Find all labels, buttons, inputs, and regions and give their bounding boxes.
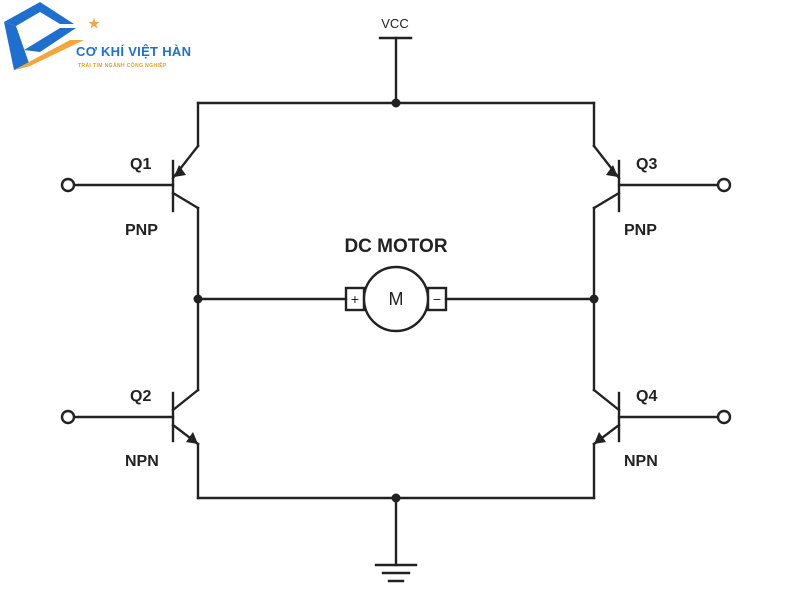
brand-title: CƠ KHÍ VIỆT HÀN	[76, 44, 192, 59]
q2-type: NPN	[125, 453, 159, 470]
q4-type: NPN	[624, 453, 658, 470]
brand-logo-mark	[4, 2, 100, 70]
q2-input-terminal	[60, 409, 76, 425]
vcc-label: VCC	[381, 16, 408, 31]
q4-emitter-arrow	[594, 432, 606, 444]
q1-name: Q1	[130, 156, 151, 173]
q3-input-terminal	[716, 177, 732, 193]
motor-body	[362, 265, 430, 333]
q1-input-terminal	[60, 177, 76, 193]
junction-dot	[589, 294, 599, 304]
star-icon	[88, 18, 100, 29]
q1-type: PNP	[125, 222, 158, 239]
motor-minus-sign: −	[433, 291, 441, 307]
q3-emitter-arrow	[606, 165, 618, 177]
brand-logo: CƠ KHÍ VIỆT HÀN TRÁI TIM NGÀNH CÔNG NGHI…	[0, 0, 220, 80]
junction-dot	[193, 294, 203, 304]
q3-type: PNP	[624, 222, 657, 239]
q4-name: Q4	[636, 388, 657, 405]
q4-input-terminal	[716, 409, 732, 425]
junction-dot	[391, 98, 401, 108]
q3-name: Q3	[636, 156, 657, 173]
motor-plus-sign: +	[351, 291, 359, 307]
motor-label: DC MOTOR	[344, 236, 447, 257]
junction-dot	[391, 493, 401, 503]
q2-emitter-arrow	[186, 432, 198, 444]
q1-emitter-arrow	[174, 165, 186, 177]
ground-icon	[374, 563, 418, 583]
brand-subtitle: TRÁI TIM NGÀNH CÔNG NGHIỆP	[78, 63, 167, 69]
motor-symbol: M	[389, 289, 404, 309]
q2-name: Q2	[130, 388, 151, 405]
